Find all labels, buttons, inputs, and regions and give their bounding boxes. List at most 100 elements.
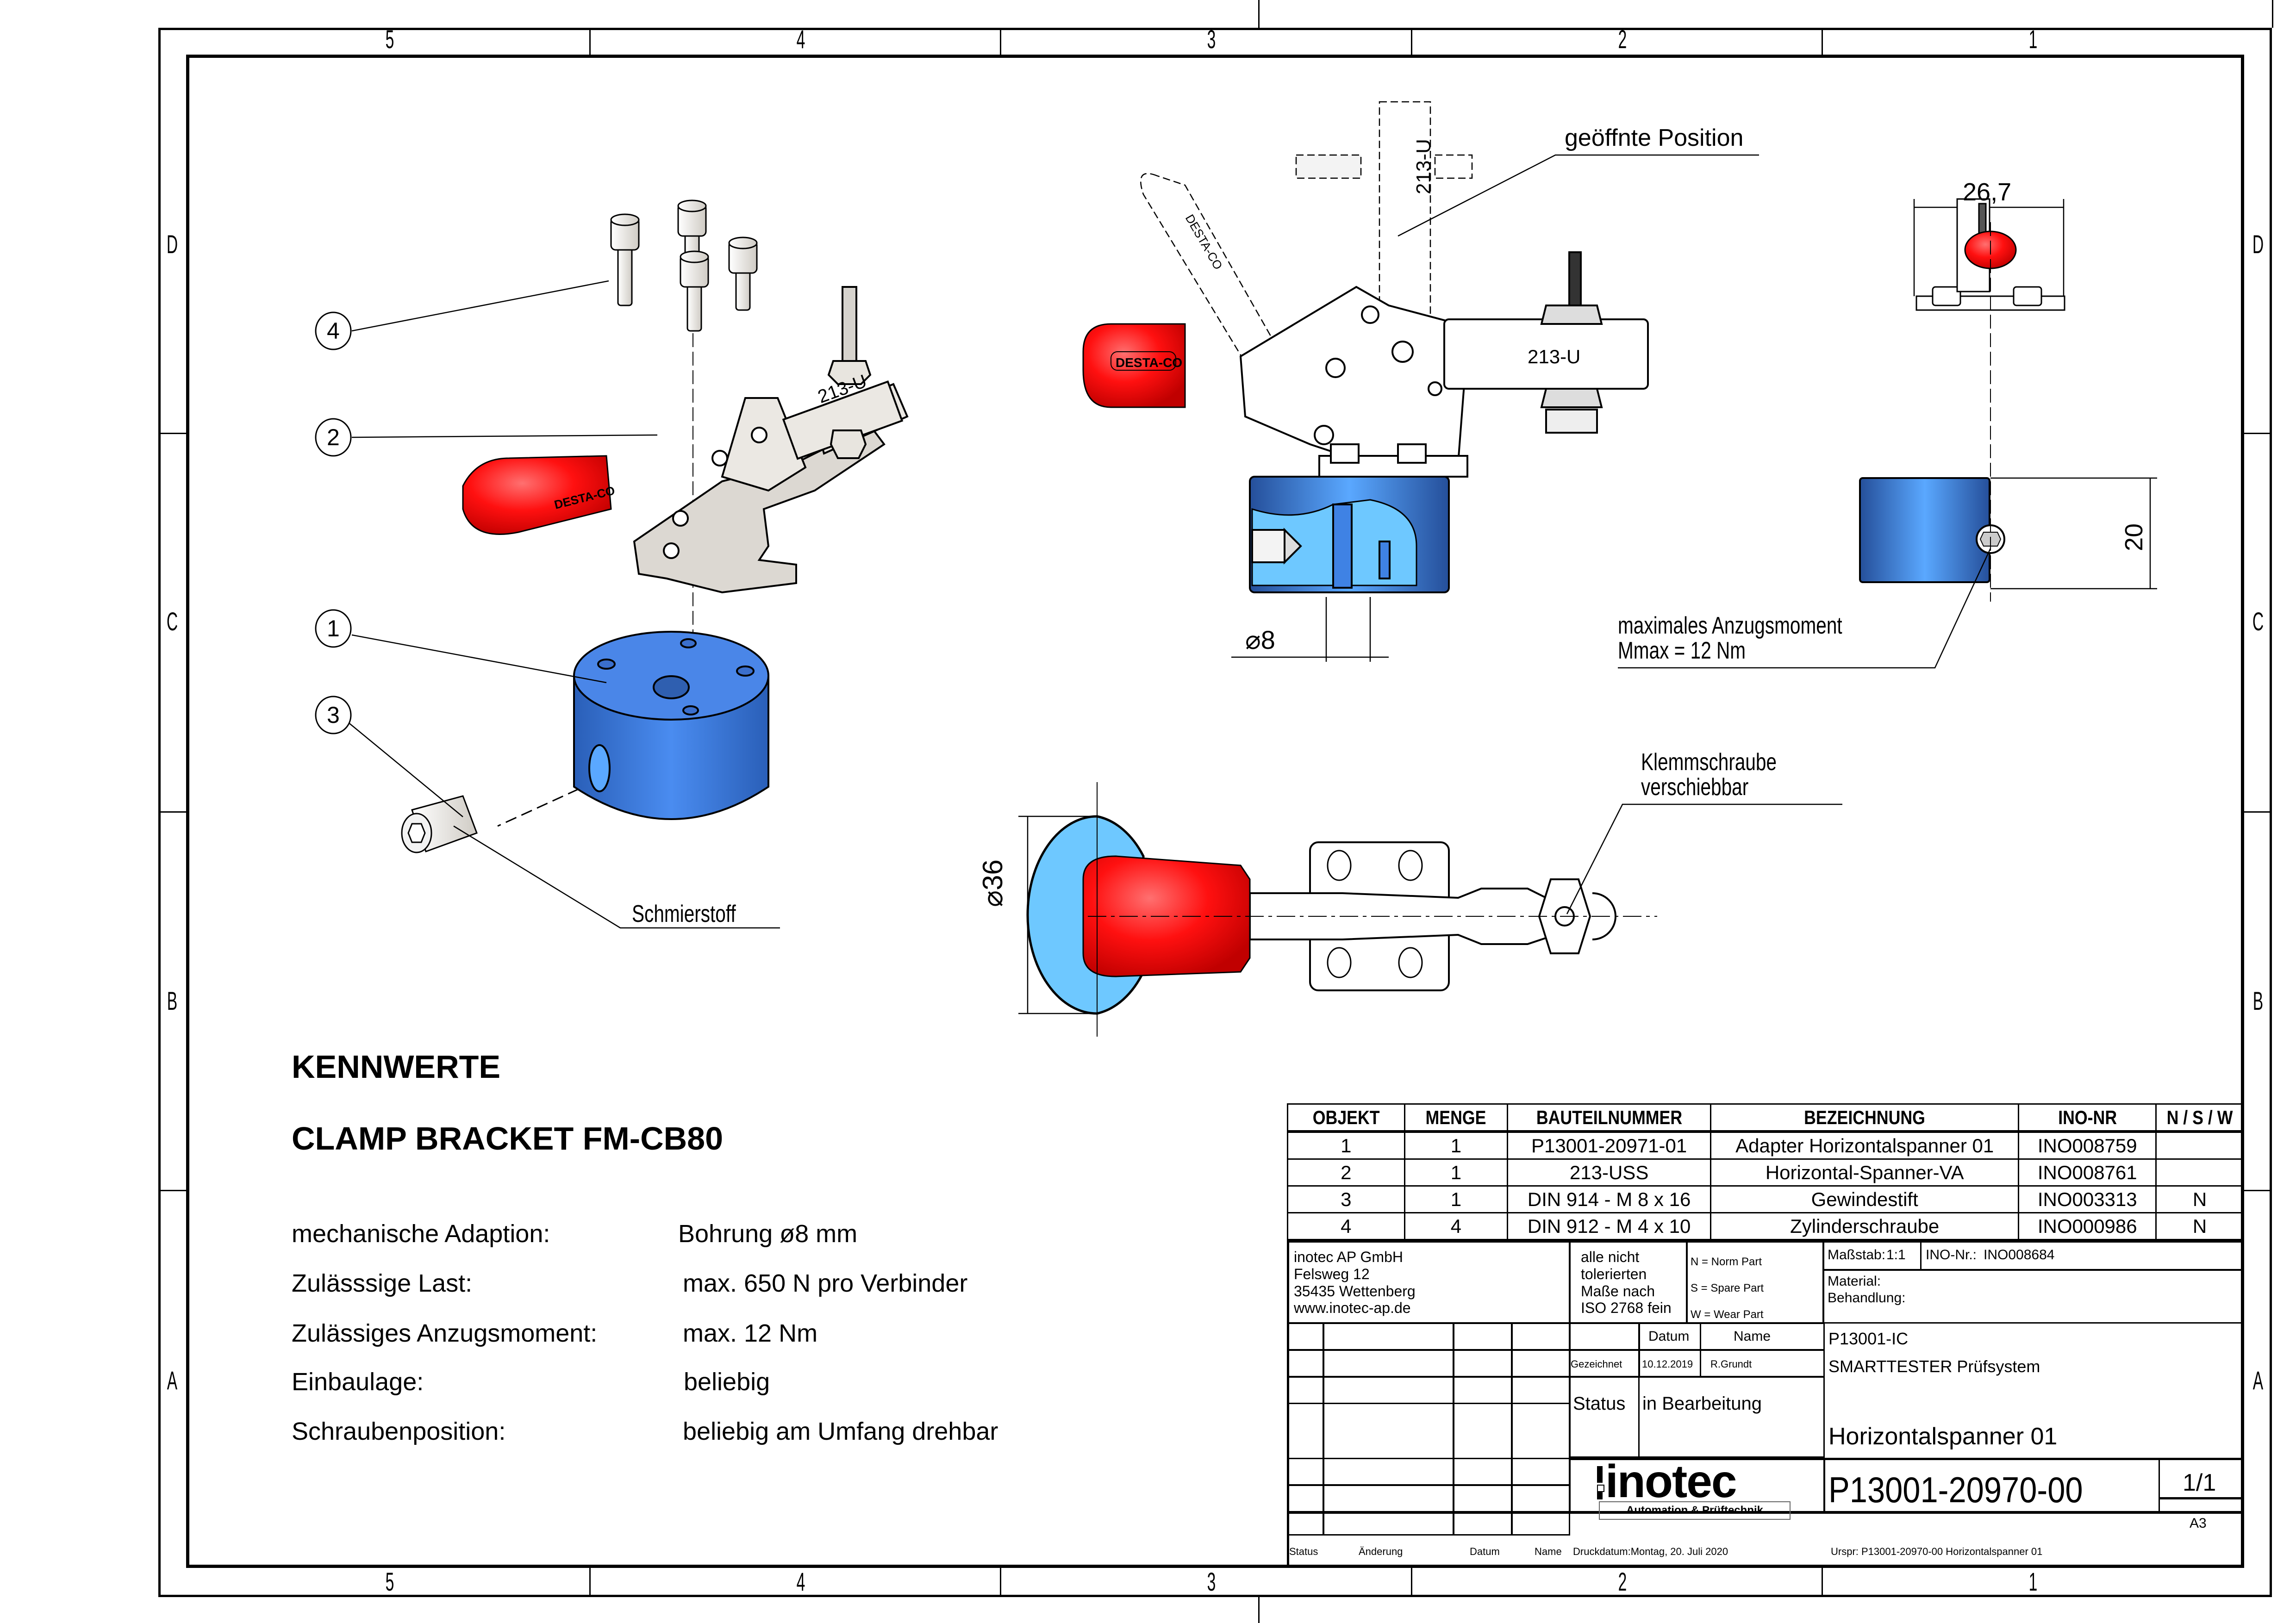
rev-header-name: Name bbox=[1535, 1546, 1562, 1557]
spec-value: max. 650 N pro Verbinder bbox=[683, 1269, 968, 1297]
cell-part-number: P13001-20971-01 bbox=[1507, 1131, 1711, 1160]
balloon-3 bbox=[315, 696, 352, 734]
adapter-cylinder-iso bbox=[573, 631, 769, 820]
parts-list-row: 3 1 DIN 914 - M 8 x 16 Gewindestift INO0… bbox=[1287, 1185, 2244, 1213]
set-screw-axis bbox=[497, 788, 579, 827]
drawn-label: Gezeichnet bbox=[1571, 1358, 1622, 1370]
status-value: in Bearbeitung bbox=[1642, 1393, 1762, 1414]
sheet-right-divider bbox=[2272, 0, 2273, 28]
ino-label: INO-Nr.: bbox=[1926, 1247, 1977, 1262]
status-label: Status bbox=[1573, 1393, 1626, 1414]
parts-list-row: 2 1 213-USS Horizontal-Spanner-VA INO008… bbox=[1287, 1158, 2244, 1187]
zone-divider bbox=[1000, 1568, 1001, 1597]
zone-divider bbox=[158, 1190, 186, 1191]
height-dimension bbox=[1990, 477, 2157, 590]
zone-label-bottom: 5 bbox=[385, 1567, 394, 1596]
scale-label: Maßstab: bbox=[1828, 1247, 1886, 1262]
width-dimension-label: 26,7 bbox=[1963, 178, 2012, 206]
cap-screw bbox=[680, 250, 709, 332]
zone-label-left: C bbox=[166, 607, 178, 636]
project-name: SMARTTESTER Prüfsystem bbox=[1828, 1357, 2040, 1376]
cap-screw bbox=[728, 236, 758, 311]
torque-line-1: maximales Anzugsmoment bbox=[1618, 612, 1842, 639]
spec-label: mechanische Adaption: bbox=[292, 1220, 550, 1248]
toggle-clamp-side bbox=[1239, 251, 1649, 478]
zone-divider bbox=[1822, 1568, 1823, 1597]
zone-label-right: D bbox=[2252, 230, 2264, 259]
cell-item: 4 bbox=[1287, 1212, 1405, 1240]
toggle-clamp-iso bbox=[633, 286, 909, 594]
cell-part-number: DIN 912 - M 4 x 10 bbox=[1507, 1212, 1711, 1240]
open-arm-label: 213-U bbox=[1412, 139, 1435, 194]
project-code: P13001-IC bbox=[1828, 1329, 1909, 1348]
cell-type: N bbox=[2155, 1212, 2244, 1240]
rev-header-date: Datum bbox=[1470, 1546, 1500, 1557]
zone-label-right: C bbox=[2252, 607, 2264, 636]
cell-ino: INO003313 bbox=[2018, 1185, 2157, 1213]
spec-value: Bohrung ø8 mm bbox=[678, 1220, 858, 1248]
sheet-format: A3 bbox=[2190, 1516, 2207, 1531]
bore-diameter-dimension: ⌀8 bbox=[1245, 625, 1275, 654]
balloon-label: 3 bbox=[327, 702, 340, 728]
cell-description: Gewindestift bbox=[1710, 1185, 2020, 1213]
cell-ino: INO008761 bbox=[2018, 1158, 2157, 1187]
cell-description: Horizontal-Spanner-VA bbox=[1710, 1158, 2020, 1187]
spec-label: Zulässsige Last: bbox=[292, 1269, 473, 1297]
zone-divider bbox=[158, 811, 186, 813]
cap-screw bbox=[610, 213, 640, 306]
cell-qty: 1 bbox=[1404, 1131, 1509, 1160]
balloon-1 bbox=[315, 609, 352, 648]
diameter-dimension-label: ⌀36 bbox=[977, 859, 1008, 907]
specs-heading: KENNWERTE bbox=[292, 1049, 501, 1085]
set-screw-iso bbox=[401, 795, 478, 853]
open-position-ghost bbox=[1140, 101, 1473, 371]
datum-header: Datum bbox=[1648, 1329, 1690, 1344]
balloon-label: 2 bbox=[327, 424, 340, 450]
zone-label-bottom: 4 bbox=[796, 1567, 805, 1596]
cell-description: Adapter Horizontalspanner 01 bbox=[1710, 1131, 2020, 1160]
zone-label-bottom: 1 bbox=[2028, 1567, 2038, 1596]
zone-divider bbox=[589, 28, 591, 55]
zone-divider bbox=[158, 433, 186, 434]
open-position-callout: geöffnte Position bbox=[1565, 124, 1744, 151]
clamp-screw-callout: Klemmschraube verschiebbar bbox=[1641, 750, 1815, 800]
rev-header-status: Status bbox=[1289, 1546, 1318, 1557]
zone-divider bbox=[2244, 1190, 2272, 1191]
balloon-label: 4 bbox=[327, 318, 340, 344]
material-label: Material: bbox=[1828, 1274, 1881, 1289]
ino-value: INO008684 bbox=[1984, 1247, 2055, 1262]
handle-brand-text: DESTA-CO bbox=[1116, 355, 1182, 370]
drawn-date: 10.12.2019 bbox=[1642, 1358, 1693, 1370]
red-handle-side: DESTA-CO bbox=[1082, 323, 1186, 408]
cell-qty: 1 bbox=[1404, 1185, 1509, 1213]
col-header: INO-NR bbox=[2018, 1103, 2157, 1133]
parts-list-table: OBJEKT MENGE BAUTEILNUMMER BEZEICHNUNG I… bbox=[1287, 1103, 2244, 1240]
cell-type bbox=[2155, 1131, 2244, 1160]
cell-item: 3 bbox=[1287, 1185, 1405, 1213]
zone-divider bbox=[589, 1568, 591, 1597]
cell-item: 1 bbox=[1287, 1131, 1405, 1160]
col-header: BEZEICHNUNG bbox=[1710, 1103, 2020, 1133]
red-handle-iso: DESTA-CO bbox=[462, 455, 616, 535]
torque-callout: maximales Anzugsmoment Mmax = 12 Nm bbox=[1618, 613, 1905, 663]
cap-screw-group bbox=[610, 199, 758, 332]
logo-wordmark: inotec bbox=[1605, 1455, 1737, 1507]
cell-type bbox=[2155, 1158, 2244, 1187]
specs-product: CLAMP BRACKET FM-CB80 bbox=[292, 1120, 724, 1157]
zone-label-left: A bbox=[167, 1366, 178, 1395]
print-date: Druckdatum:Montag, 20. Juli 2020 bbox=[1573, 1546, 1728, 1557]
clamp-arm-label-side: 213-U bbox=[1528, 346, 1580, 367]
sheet-bottom-divider bbox=[1258, 1597, 1260, 1623]
balloon-label: 1 bbox=[327, 616, 340, 641]
spec-value: max. 12 Nm bbox=[683, 1319, 818, 1347]
zone-label-left: B bbox=[167, 986, 178, 1015]
zone-label-top: 2 bbox=[1618, 25, 1627, 54]
treatment-label: Behandlung: bbox=[1828, 1290, 1906, 1306]
cell-part-number: DIN 914 - M 8 x 16 bbox=[1507, 1185, 1711, 1213]
zone-divider bbox=[1822, 28, 1823, 55]
